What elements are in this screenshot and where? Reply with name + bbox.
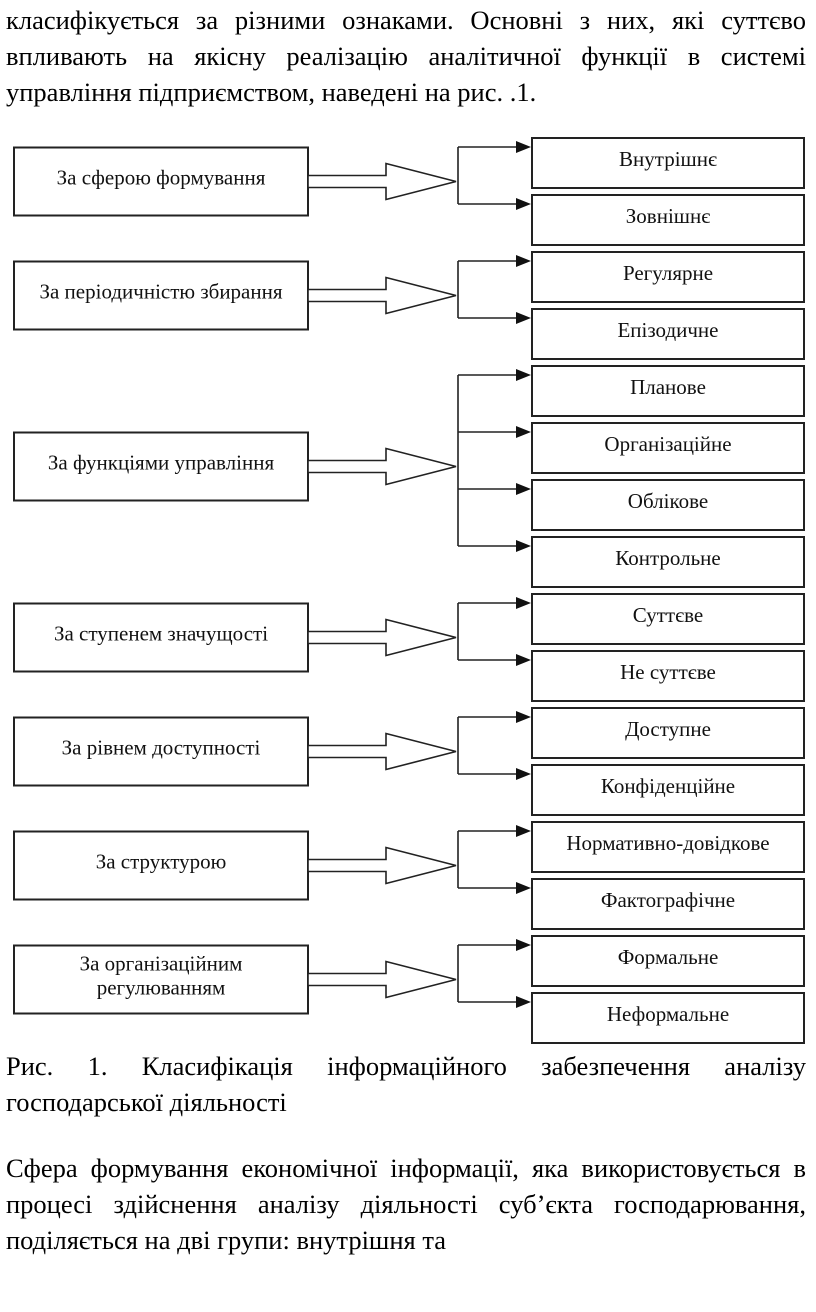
criterion-box	[13, 431, 309, 502]
criterion-label: За періодичністю збирання	[39, 279, 282, 303]
category-label: Суттєве	[633, 603, 703, 627]
criterion-box	[13, 944, 309, 1015]
category-box	[531, 194, 805, 246]
criterion-label: За ступенем значущості	[54, 621, 268, 645]
outro-paragraph: Сфера формування економічної інформації,…	[6, 1153, 806, 1255]
intro-paragraph: класифікується за різними ознаками. Осно…	[6, 5, 806, 107]
arrowhead	[516, 426, 531, 438]
arrowhead	[516, 597, 531, 609]
category-box	[531, 821, 805, 873]
figure-caption: Рис. 1. Класифікація інформаційного забе…	[6, 1051, 806, 1117]
arrowhead	[516, 312, 531, 324]
criterion-label: За структурою	[96, 849, 227, 873]
category-box	[531, 365, 805, 417]
criterion-box	[13, 260, 309, 331]
category-label: Зовнішнє	[626, 204, 710, 228]
category-box	[531, 935, 805, 987]
arrowhead	[516, 483, 531, 495]
category-box	[531, 251, 805, 303]
criterion-label: За сферою формування	[57, 165, 266, 189]
arrowhead	[516, 255, 531, 267]
category-label: Не суттєве	[620, 660, 716, 684]
arrowhead	[516, 369, 531, 381]
criterion-label: За організаційним	[80, 951, 243, 975]
criterion-box	[13, 146, 309, 217]
category-box	[531, 536, 805, 588]
arrowhead	[516, 768, 531, 780]
category-box	[531, 764, 805, 816]
category-box	[531, 878, 805, 930]
category-label: Доступне	[625, 717, 711, 741]
criterion-box	[13, 602, 309, 673]
category-label: Конфіденційне	[601, 774, 735, 798]
block-arrow	[307, 618, 457, 657]
arrowhead	[516, 141, 531, 153]
arrowhead	[516, 882, 531, 894]
block-arrow	[307, 732, 457, 771]
block-arrow	[307, 276, 457, 315]
category-label: Організаційне	[604, 432, 731, 456]
arrowhead	[516, 198, 531, 210]
category-box	[531, 593, 805, 645]
category-label: Нормативно-довідкове	[566, 831, 769, 855]
arrowhead	[516, 711, 531, 723]
criterion-label: За функціями управління	[48, 450, 275, 474]
category-label: Облікове	[628, 489, 708, 513]
criterion-label: За рівнем доступності	[62, 735, 261, 759]
category-label: Контрольне	[615, 546, 720, 570]
criterion-box	[13, 830, 309, 901]
criterion-box	[13, 716, 309, 787]
category-label: Неформальне	[607, 1002, 729, 1026]
arrowhead	[516, 540, 531, 552]
arrowhead	[516, 939, 531, 951]
category-box	[531, 422, 805, 474]
arrowhead	[516, 825, 531, 837]
category-label: Формальне	[618, 945, 719, 969]
arrowhead	[516, 996, 531, 1008]
category-box	[531, 992, 805, 1044]
category-label: Планове	[630, 375, 706, 399]
category-label: Регулярне	[623, 261, 713, 285]
category-box	[531, 137, 805, 189]
category-box	[531, 707, 805, 759]
category-label: Фактографічне	[601, 888, 735, 912]
arrowhead	[516, 654, 531, 666]
block-arrow	[307, 846, 457, 885]
block-arrow	[307, 162, 457, 201]
category-label: Внутрішнє	[619, 147, 717, 171]
category-box	[531, 308, 805, 360]
block-arrow	[307, 960, 457, 999]
category-box	[531, 650, 805, 702]
category-label: Епізодичне	[617, 318, 718, 342]
category-box	[531, 479, 805, 531]
criterion-label: регулюванням	[97, 975, 226, 999]
block-arrow	[307, 447, 457, 486]
